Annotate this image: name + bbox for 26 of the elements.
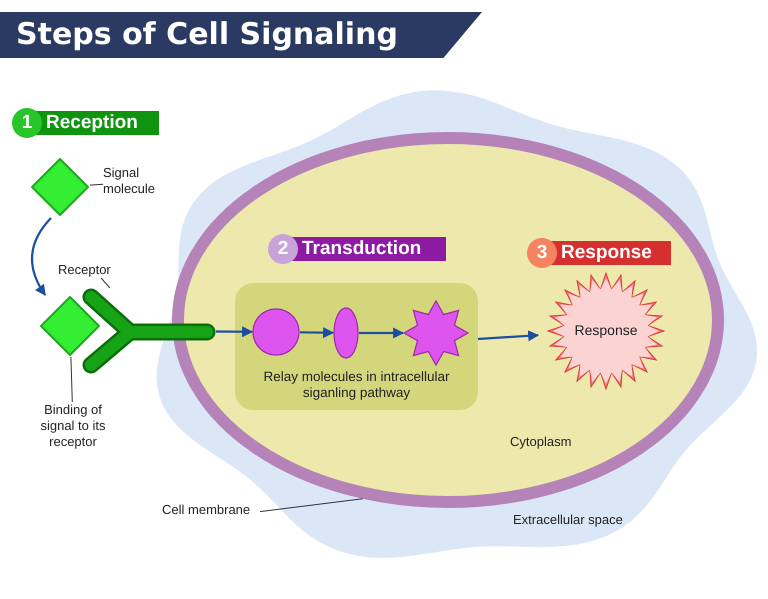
region-label: Extracellular space bbox=[513, 512, 623, 528]
step-number: 1 bbox=[12, 108, 42, 138]
arrow bbox=[31, 217, 52, 296]
region-label: Cytoplasm bbox=[510, 434, 572, 450]
label-text: Receptor bbox=[58, 262, 130, 278]
label-text: Cell membrane bbox=[162, 502, 260, 518]
caption-text: Relay molecules in intracellular siganling pathway bbox=[262, 369, 451, 401]
relay-molecule-ellipse bbox=[333, 307, 359, 359]
relay-molecule-star bbox=[403, 300, 469, 366]
diamond bbox=[39, 295, 101, 357]
relay-molecule-circle bbox=[252, 308, 300, 356]
leader-line bbox=[70, 356, 73, 402]
arrow bbox=[216, 326, 254, 338]
title: Steps of Cell Signaling bbox=[16, 16, 398, 54]
relay-panel bbox=[235, 283, 478, 410]
label-text: Binding of signal to its receptor bbox=[30, 402, 116, 452]
leader-line bbox=[90, 184, 104, 186]
diamond bbox=[30, 156, 90, 218]
leader-line bbox=[260, 498, 364, 512]
arrow bbox=[478, 330, 540, 342]
leader-line bbox=[100, 278, 110, 288]
arrow bbox=[300, 327, 334, 338]
receptor-drawing bbox=[80, 288, 216, 374]
label-text: Signal molecule bbox=[103, 165, 175, 199]
arrow bbox=[359, 328, 404, 338]
burst-text: Response bbox=[573, 322, 639, 338]
